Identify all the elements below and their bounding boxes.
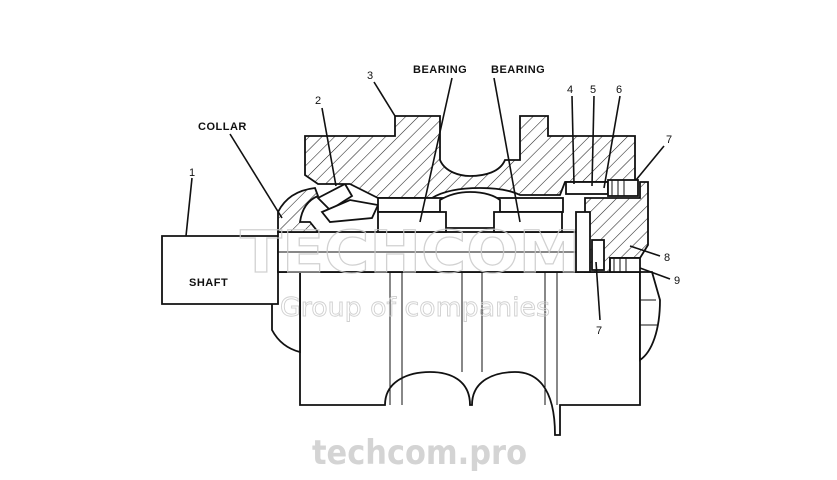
- callout-4: 4: [567, 84, 573, 96]
- shaft-label: SHAFT: [189, 277, 228, 289]
- watermark-url: techcom.pro: [312, 433, 527, 473]
- collar-label: COLLAR: [198, 121, 247, 133]
- seal-2: [316, 182, 380, 223]
- bearing-right-label: BEARING: [491, 64, 545, 76]
- callout-1: 1: [189, 167, 195, 179]
- end-cap-assembly: [565, 179, 649, 273]
- bearing-right: [493, 211, 563, 233]
- callout-8: 8: [664, 252, 670, 264]
- roller-body-lower: [271, 271, 661, 436]
- callout-7-top: 7: [666, 134, 672, 146]
- leader-lines: [185, 77, 671, 321]
- callout-2: 2: [315, 95, 321, 107]
- watermark: TECHCOM Group of companies techcom.pro: [239, 217, 580, 473]
- collar: [277, 187, 320, 233]
- watermark-tagline: Group of companies: [280, 293, 550, 323]
- callout-7-bottom: 7: [596, 325, 602, 337]
- roller-shell-3: [304, 115, 636, 229]
- callout-9: 9: [674, 275, 680, 287]
- callout-3: 3: [367, 70, 373, 82]
- bearing-left-label: BEARING: [413, 64, 467, 76]
- watermark-brand: TECHCOM: [240, 218, 580, 286]
- callout-5: 5: [590, 84, 596, 96]
- bearing-left: [377, 211, 447, 233]
- callout-6: 6: [616, 84, 622, 96]
